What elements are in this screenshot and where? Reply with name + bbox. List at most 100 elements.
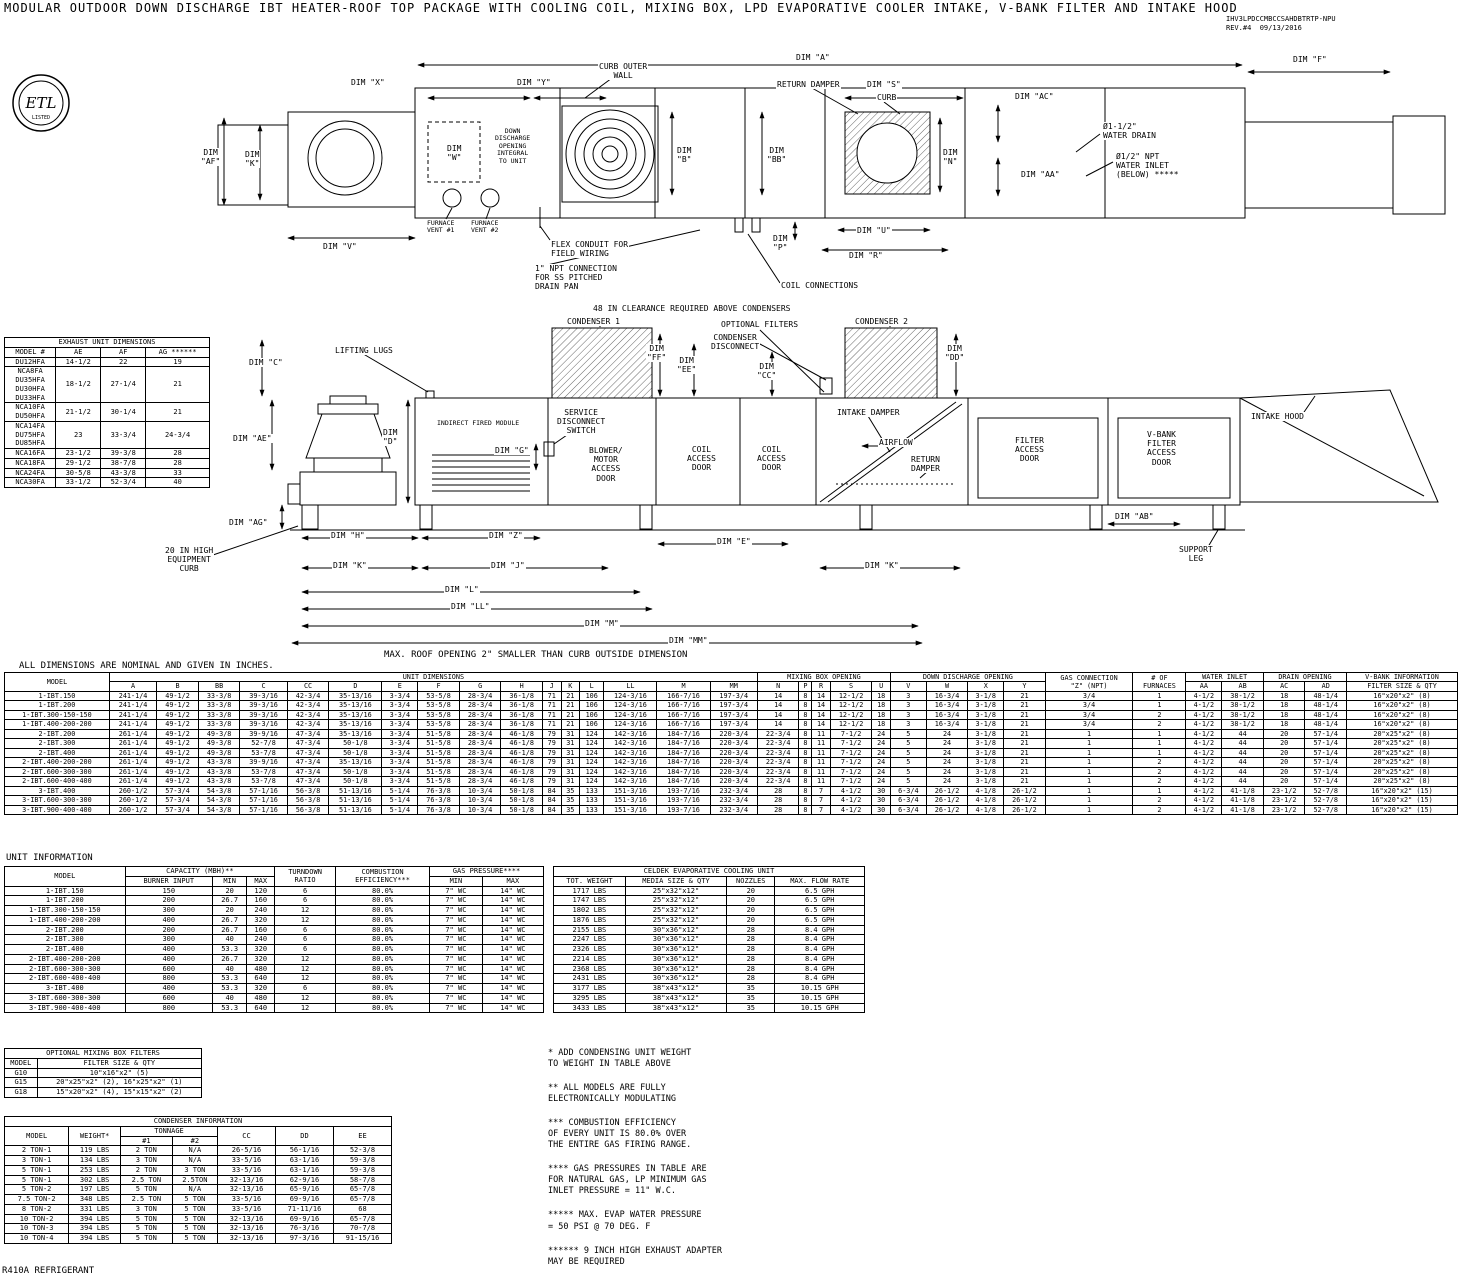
table-cell: 80.0% (334, 983, 431, 994)
table-cell: 26-1/2 (925, 785, 969, 797)
table-cell: 56-3/8 (286, 804, 330, 816)
table-cell: 3-3/4 (381, 728, 419, 740)
table-cell: 21 (560, 709, 581, 721)
table-title: UNIT DIMENSIONS (108, 671, 758, 683)
table-cell: 197 LBS (68, 1184, 121, 1195)
condenser-disconnect-box (819, 377, 833, 395)
table-cell: 16"x20"x2" (15) (1346, 785, 1458, 797)
table-cell: 44 (1221, 738, 1264, 749)
table-cell: 80.0% (334, 924, 431, 936)
table-cell: 1717 LBS (553, 885, 626, 897)
table-cell: 150 (124, 885, 213, 897)
table-cell: 220-3/4 (709, 728, 758, 740)
column-header: EE (332, 1125, 393, 1147)
table-cell: 28-3/4 (458, 776, 502, 787)
table-cell: 6 (274, 983, 336, 994)
top-view (217, 87, 1446, 233)
table-cell: 4-1/2 (1185, 709, 1223, 721)
table-cell: 3177 LBS (553, 983, 626, 994)
table-cell: 2 (1132, 719, 1187, 730)
table-cell: 11 (811, 738, 831, 749)
table-cell: 26.7 (211, 953, 248, 965)
table-cell: 51-5/8 (417, 738, 460, 749)
column-header: S (829, 681, 873, 692)
table-cell: G10 (4, 1067, 38, 1079)
table-cell: 80.0% (334, 963, 431, 975)
table-cell: 58-7/8 (332, 1174, 393, 1186)
table-cell: 31 (560, 766, 581, 778)
table-cell: 36-1/8 (500, 709, 543, 721)
column-header: CC (217, 1125, 276, 1147)
table-cell: 8 (798, 776, 813, 787)
dim-ab-label: DIM "AB" (1114, 512, 1155, 522)
column-header: MAX (246, 875, 276, 887)
optional-filters-label: OPTIONAL FILTERS (720, 320, 800, 330)
table-cell: 220-3/4 (709, 776, 758, 787)
table-cell: 4-1/2 (1185, 776, 1223, 787)
table-cell: 33-3/8 (197, 709, 241, 721)
table-cell: 51-5/8 (417, 747, 460, 759)
top-view-leaders (445, 77, 1114, 284)
table-cell: 8 (798, 766, 813, 778)
table-cell: 2-IBT.600-400-400 (4, 973, 126, 984)
table-cell: 20 (1262, 757, 1306, 768)
table-cell: 33-5/16 (217, 1203, 276, 1215)
table-cell: 76-3/8 (417, 795, 460, 806)
table-cell: 18 (871, 690, 891, 702)
table-cell: 24 (925, 728, 969, 740)
table-cell: 14-1/2 (55, 356, 102, 368)
table-cell: 44 (1221, 728, 1264, 740)
table-cell: 1 (1132, 690, 1187, 702)
column-header: FILTER SIZE & QTY (1346, 681, 1458, 692)
unit-dimensions-table: MODEL UNIT DIMENSIONS MIXING BOX OPENING… (4, 671, 1458, 816)
column-header: F (417, 681, 460, 692)
table-cell: 1 (1044, 785, 1134, 797)
table-cell: 166-7/16 (656, 690, 711, 702)
table-cell: 124 (579, 738, 605, 749)
table-cell: 16-3/4 (925, 700, 969, 711)
unit-information-table: MODEL CAPACITY (MBH)** TURNDOWN RATIO CO… (4, 866, 545, 1014)
column-header: V (889, 681, 927, 692)
footnotes: * ADD CONDENSING UNIT WEIGHT TO WEIGHT I… (548, 1048, 808, 1280)
table-cell: 14" WC (481, 914, 545, 926)
table-cell: 28-3/4 (458, 709, 502, 721)
filter-door-label: FILTER ACCESS DOOR (1014, 436, 1045, 464)
table-cell: 21 (560, 719, 581, 730)
table-cell: 24 (871, 738, 891, 749)
table-cell: 20"x25"x2" (8) (1346, 747, 1458, 759)
table-cell: 53.3 (211, 1002, 248, 1014)
table-cell: 25"x32"x12" (624, 914, 728, 926)
table-cell: 46-1/8 (500, 738, 543, 749)
table-cell: 50-1/8 (500, 795, 543, 806)
table-cell: 39-9/16 (239, 728, 288, 740)
table-title: EXHAUST UNIT DIMENSIONS (4, 337, 210, 348)
table-cell: 5 TON-1 (3, 1174, 70, 1186)
table-cell: 2 (1132, 776, 1187, 787)
table-cell: 10.15 GPH (774, 1002, 865, 1014)
table-cell: 30"x36"x12" (624, 924, 728, 936)
table-cell: 2.5 TON (119, 1194, 173, 1205)
column-header: MODEL (3, 1125, 70, 1147)
table-cell: 20 (1262, 776, 1306, 787)
table-cell: 39-3/16 (239, 690, 288, 702)
nominal-dimensions-note: ALL DIMENSIONS ARE NOMINAL AND GIVEN IN … (19, 661, 274, 671)
table-cell: 18 (871, 709, 891, 721)
table-cell: 20"x25"x2" (8) (1346, 766, 1458, 778)
table-cell: 261-1/4 (108, 738, 158, 749)
table-cell: 16-3/4 (925, 709, 969, 721)
intake-damper-label: INTAKE DAMPER (836, 408, 901, 418)
table-cell: 241-1/4 (108, 709, 158, 721)
column-header: MODEL (4, 866, 126, 887)
table-cell: 197-3/4 (709, 700, 758, 711)
table-cell: 31 (560, 757, 581, 768)
table-cell: 35 (726, 1002, 776, 1014)
table-cell: 232-3/4 (709, 804, 758, 816)
table-cell: 3-1/8 (967, 700, 1005, 711)
table-cell: 33-5/16 (217, 1164, 276, 1176)
table-cell: 241-1/4 (108, 690, 158, 702)
